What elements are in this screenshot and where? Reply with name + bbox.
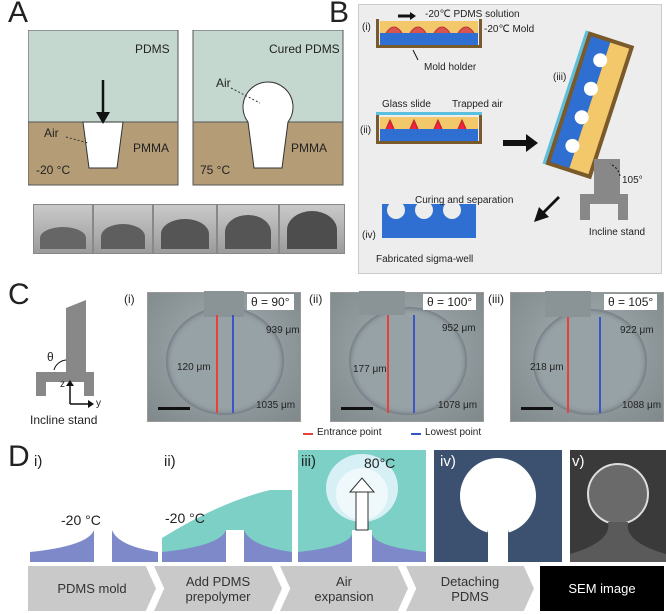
micrograph-2 bbox=[330, 291, 484, 422]
a-right-temp: 75 °C bbox=[200, 163, 231, 177]
panel-b-label: B bbox=[329, 0, 350, 29]
c-image-2-top: 952 μm bbox=[442, 323, 476, 334]
b-curing: Curing and separation bbox=[415, 195, 514, 206]
c-axis-y: y bbox=[96, 398, 101, 409]
d-step-5: SEM image bbox=[540, 566, 664, 611]
micrograph-3 bbox=[510, 291, 664, 422]
d-temp-2: -20 °C bbox=[165, 510, 205, 526]
legend-entrance-label: Entrance point bbox=[317, 427, 382, 438]
b-mold: -20℃ Mold bbox=[484, 24, 535, 35]
legend-entrance-marker bbox=[303, 433, 313, 435]
b-step-iii: (iii) bbox=[553, 72, 567, 83]
b-angle: 105° bbox=[622, 175, 643, 186]
b-step-i: (i) bbox=[362, 22, 371, 33]
c-image-3-index: (iii) bbox=[488, 292, 504, 306]
c-theta: θ bbox=[47, 350, 54, 364]
micrograph-1 bbox=[147, 291, 301, 422]
b-incline-stand: Incline stand bbox=[588, 227, 646, 238]
a-right-top-label: Cured PDMS bbox=[269, 42, 340, 56]
a-left-temp: -20 °C bbox=[36, 163, 71, 177]
panel-a-label: A bbox=[8, 0, 29, 29]
d-step-2: Add PDMS prepolymer bbox=[154, 566, 282, 611]
a-left-top-label: PDMS bbox=[135, 42, 170, 56]
incline-stand-diagram bbox=[36, 300, 94, 408]
panel-a-diagram bbox=[28, 30, 344, 186]
d-index-5: v) bbox=[572, 453, 585, 470]
panel-c-label: C bbox=[8, 278, 30, 311]
d-index-1: i) bbox=[34, 453, 43, 470]
legend-lowest-label: Lowest point bbox=[425, 427, 482, 438]
d-temp-3: 80°C bbox=[364, 455, 396, 471]
c-image-1-mid: 120 μm bbox=[177, 362, 211, 373]
d-index-4: iv) bbox=[440, 453, 456, 470]
c-image-2-mid: 177 μm bbox=[353, 364, 387, 375]
c-image-3-top: 922 μm bbox=[620, 325, 654, 336]
b-trapped-air: Trapped air bbox=[452, 99, 503, 110]
c-image-1-top: 939 μm bbox=[266, 325, 300, 336]
c-image-3-theta: θ = 105° bbox=[604, 294, 658, 310]
c-image-3-mid: 218 μm bbox=[530, 362, 564, 373]
panel-d-diagram bbox=[30, 450, 666, 562]
a-left-bottom-label: PMMA bbox=[133, 141, 169, 155]
d-step-3: Air expansion bbox=[280, 566, 408, 611]
c-image-1-index: (i) bbox=[124, 292, 135, 306]
a-right-bottom-label: PMMA bbox=[291, 141, 327, 155]
c-image-1-bottom: 1035 μm bbox=[256, 400, 296, 411]
d-temp-1: -20 °C bbox=[61, 512, 101, 528]
b-pdms-solution: -20℃ PDMS solution bbox=[425, 9, 520, 20]
c-incline-stand-label: Incline stand bbox=[30, 413, 98, 427]
panel-d-label: D bbox=[8, 440, 30, 473]
d-step-1: PDMS mold bbox=[28, 566, 156, 611]
d-index-2: ii) bbox=[164, 453, 176, 470]
c-image-2-theta: θ = 100° bbox=[423, 294, 477, 310]
b-mold-holder: Mold holder bbox=[424, 62, 477, 73]
b-step-ii: (ii) bbox=[360, 125, 372, 136]
c-axis-z: z bbox=[60, 379, 65, 390]
c-image-3-bottom: 1088 μm bbox=[622, 400, 662, 411]
legend-lowest-marker bbox=[411, 433, 421, 435]
b-fabricated: Fabricated sigma-well bbox=[376, 254, 474, 265]
b-step-iv: (iv) bbox=[362, 230, 376, 241]
panel-b-diagram bbox=[376, 12, 635, 238]
a-left-air: Air bbox=[44, 126, 59, 140]
c-image-2-index: (ii) bbox=[309, 292, 323, 306]
d-index-3: iii) bbox=[301, 453, 316, 470]
d-step-4: Detaching PDMS bbox=[406, 566, 534, 611]
b-glass-slide: Glass slide bbox=[382, 99, 431, 110]
a-right-air: Air bbox=[216, 76, 231, 90]
c-image-1-theta: θ = 90° bbox=[247, 294, 294, 310]
c-image-2-bottom: 1078 μm bbox=[438, 400, 478, 411]
